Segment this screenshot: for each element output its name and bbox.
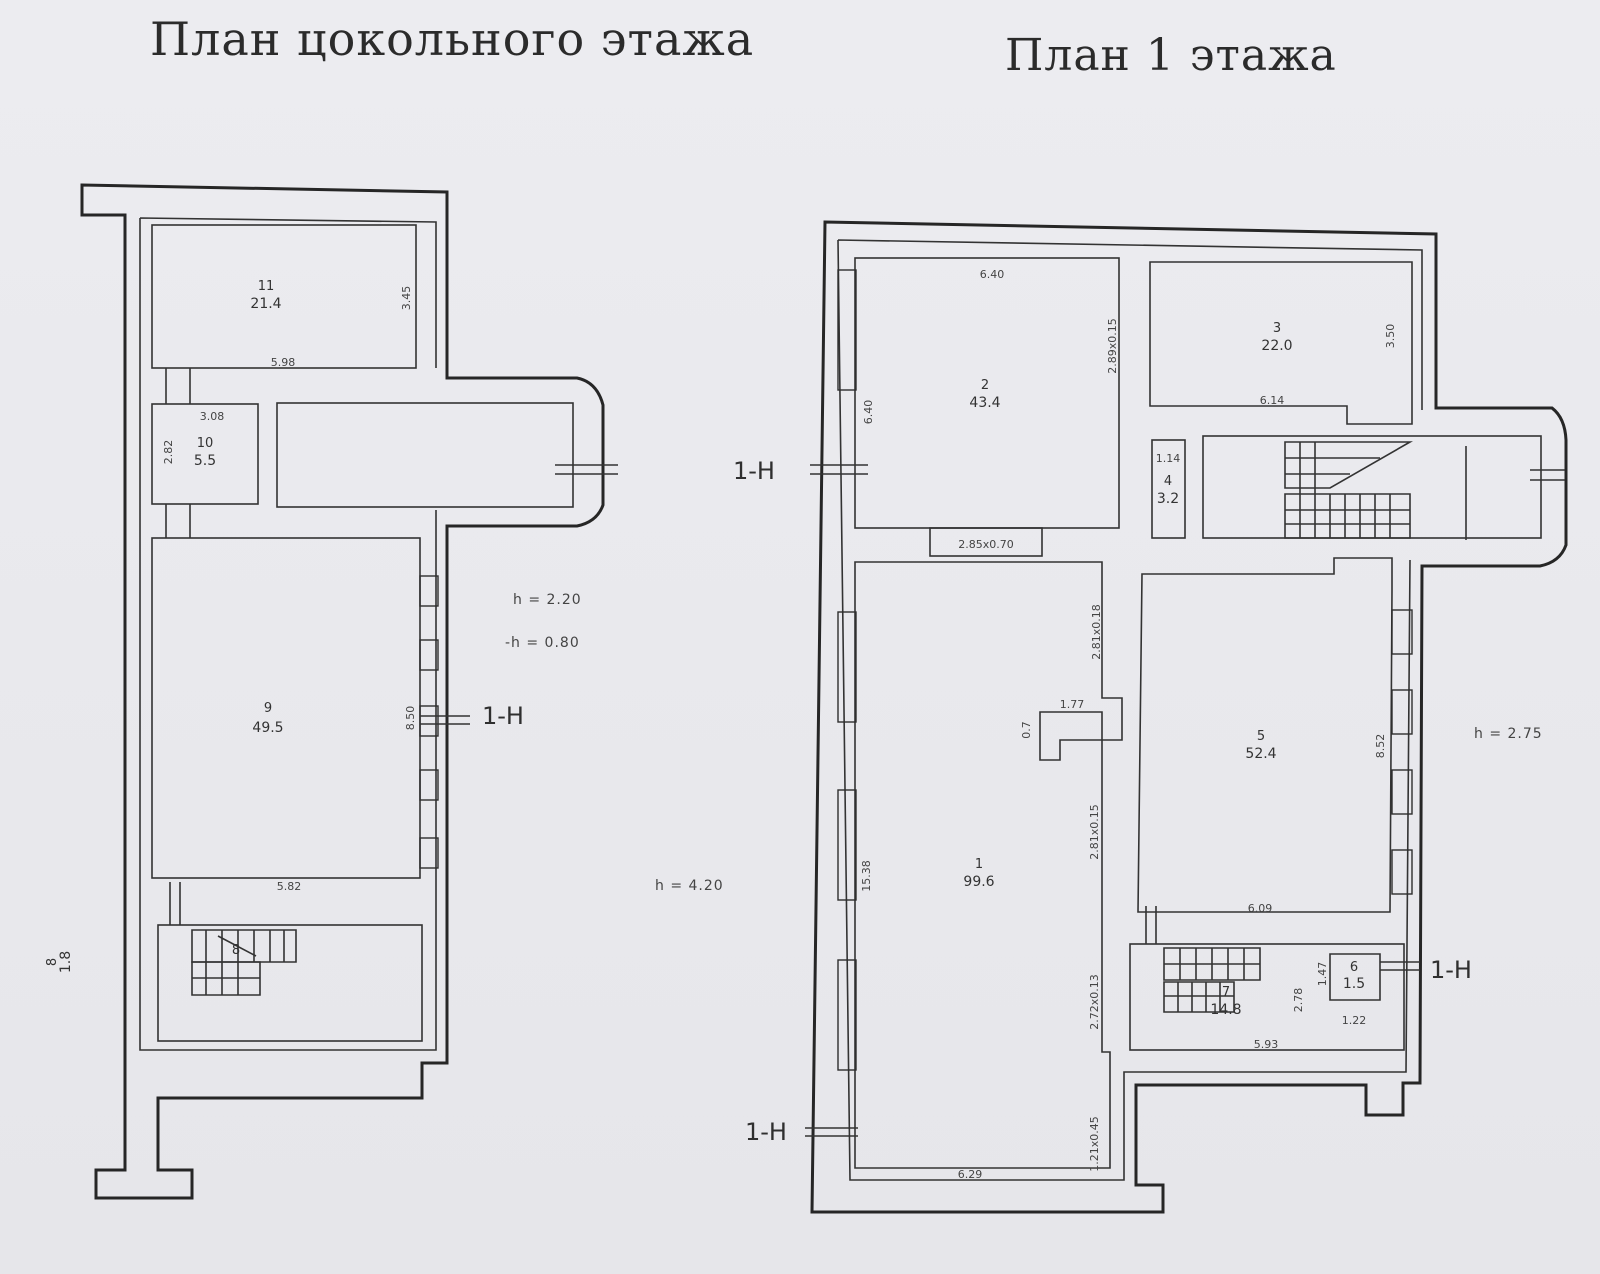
ground-rooms-6-7-outline	[1129, 943, 1405, 1051]
ground-room-6-number: 6	[1350, 960, 1358, 975]
basement-room-10-area: 5.5	[194, 453, 216, 469]
basement-room-8-stair-number: 8	[232, 943, 240, 958]
ground-dim-2-81-upper: 2.81x0.18	[1090, 604, 1103, 660]
ground-room-5-area: 52.4	[1245, 746, 1276, 762]
basement-room-9-number: 9	[264, 701, 272, 716]
basement-room-8-left-number: 8	[45, 958, 60, 966]
ground-left-windows	[837, 269, 857, 1071]
ground-room-5-outline	[1137, 557, 1393, 913]
ground-stairs-upper	[1284, 441, 1565, 540]
basement-dim-2-82: 2.82	[162, 440, 175, 465]
ground-room-3-number: 3	[1273, 321, 1281, 336]
ground-dim-0-7: 0.7	[1020, 721, 1033, 739]
basement-room-8-left-area: 1.8	[58, 951, 74, 973]
ground-dim-1-22: 1.22	[1342, 1014, 1367, 1027]
basement-room-8-outline	[157, 924, 423, 1042]
ground-dim-1-77: 1.77	[1060, 698, 1085, 711]
ground-room-3-area: 22.0	[1261, 338, 1292, 354]
ground-dim-6-40-side: 6.40	[862, 400, 875, 425]
basement-room-10-outline	[151, 403, 259, 505]
ground-room-7-number: 7	[1222, 985, 1230, 1000]
ground-dim-6-09: 6.09	[1248, 902, 1273, 915]
basement-room-11-number: 11	[258, 279, 275, 294]
ground-stair-block	[1202, 435, 1542, 539]
basement-windows	[419, 575, 439, 869]
ground-dim-8-52: 8.52	[1374, 734, 1387, 759]
basement-room-11-outline	[151, 224, 417, 369]
ground-room-1-outline	[854, 561, 1123, 1169]
ground-dim-6-29: 6.29	[958, 1168, 983, 1181]
ground-dim-6-14: 6.14	[1260, 394, 1285, 407]
ground-stairs-lower	[1145, 906, 1381, 1013]
ground-room-1-number: 1	[975, 857, 983, 872]
ground-room-2-number: 2	[981, 378, 989, 393]
ground-room-7-area: 14.8	[1210, 1002, 1241, 1018]
basement-plan-title: План цокольного этажа	[150, 12, 755, 66]
ground-dim-1-14: 1.14	[1156, 452, 1181, 465]
basement-section-marker: 1-Н	[482, 702, 524, 730]
ground-column	[1039, 711, 1103, 761]
ground-dim-5-93: 5.93	[1254, 1038, 1279, 1051]
basement-room-11-area: 21.4	[250, 296, 281, 312]
ground-section-marker-bottom: 1-Н	[745, 1118, 787, 1146]
ground-dim-2-85: 2.85x0.70	[958, 538, 1014, 551]
ground-dim-2-89: 2.89x0.15	[1106, 318, 1119, 374]
basement-inner-wall	[139, 217, 437, 1051]
ground-height-annex: h = 2.75	[1474, 726, 1543, 742]
ground-room-1-area: 99.6	[963, 874, 994, 890]
basement-dim-5-98: 5.98	[271, 356, 296, 369]
ground-dim-2-81-lower: 2.81x0.15	[1088, 804, 1101, 860]
ground-dim-6-40-top: 6.40	[980, 268, 1005, 281]
basement-room-10-number: 10	[197, 436, 214, 451]
ground-inner-wall	[837, 239, 1423, 1181]
basement-room-9-area: 49.5	[252, 720, 283, 736]
basement-dim-8-50: 8.50	[404, 706, 417, 731]
ground-dim-2-72: 2.72x0.13	[1088, 974, 1101, 1030]
ground-height-main: h = 4.20	[655, 878, 724, 894]
ground-dim-3-50: 3.50	[1384, 324, 1397, 349]
basement-plan: 11 21.4 10 5.5 9 49.5 8 1.8 8 3.45 5.98 …	[45, 183, 618, 1200]
ground-room-4-outline	[1151, 439, 1186, 539]
basement-dim-3-45: 3.45	[400, 286, 413, 311]
ground-room-4-number: 4	[1164, 474, 1172, 489]
ground-outer-wall	[810, 220, 1568, 1214]
ground-section-marker-right: 1-Н	[1430, 956, 1472, 984]
ground-dim-1-21: 1.21x0.45	[1088, 1116, 1101, 1172]
basement-room-9-outline	[151, 537, 421, 879]
basement-outer-wall	[80, 183, 605, 1200]
ground-right-windows	[1391, 609, 1413, 895]
basement-stair-block	[276, 402, 574, 508]
ground-floor-plan-title: План 1 этажа	[1005, 30, 1337, 81]
basement-stairs	[169, 882, 297, 996]
basement-height-main: h = 2.20	[513, 592, 582, 608]
ground-dim-1-47: 1.47	[1316, 962, 1329, 987]
ground-room-4-area: 3.2	[1157, 491, 1179, 507]
ground-room-5-number: 5	[1257, 729, 1265, 744]
ground-room-3-outline	[1149, 261, 1413, 425]
ground-room-2-outline	[854, 257, 1120, 529]
basement-height-pit: -h = 0.80	[505, 635, 580, 651]
ground-room-2-area: 43.4	[969, 395, 1000, 411]
ground-dim-2-78: 2.78	[1292, 988, 1305, 1013]
basement-dim-5-82: 5.82	[277, 880, 302, 893]
ground-floor-plan: 2 43.4 3 22.0 4 3.2 1 99.6 5 52.4 7 14.8…	[655, 220, 1568, 1214]
ground-section-marker-top: 1-Н	[733, 457, 775, 485]
ground-room-6-area: 1.5	[1343, 976, 1365, 992]
ground-opening-2-85	[929, 527, 1043, 557]
ground-dim-15-38: 15.38	[860, 860, 873, 892]
basement-dim-3-08: 3.08	[200, 410, 225, 423]
